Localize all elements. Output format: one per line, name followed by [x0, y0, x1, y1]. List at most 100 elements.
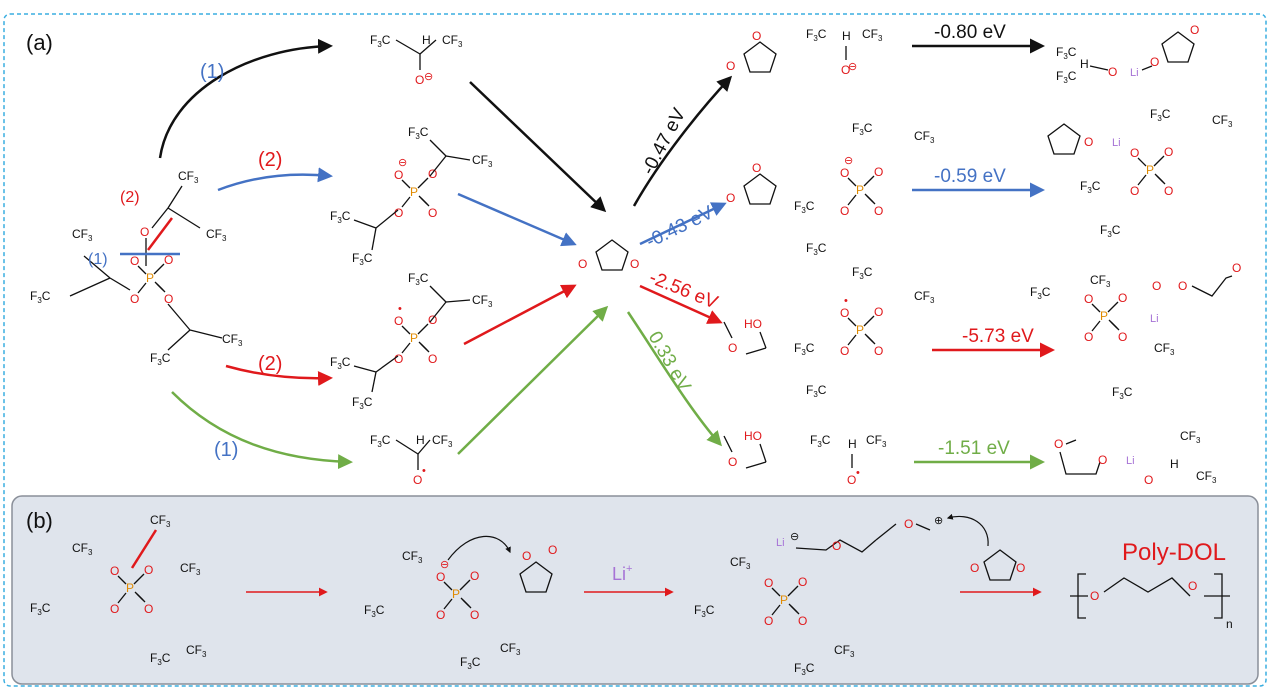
svg-text:O: O — [1152, 279, 1161, 293]
svg-text:Li: Li — [776, 537, 785, 549]
svg-text:Li: Li — [1150, 313, 1159, 325]
svg-text:H: H — [1170, 457, 1179, 471]
energy-e3: -5.73 eV — [962, 326, 1034, 347]
svg-text:H: H — [416, 433, 425, 447]
poly-dol-product: Poly-DOL O O n — [1070, 539, 1233, 631]
svg-text:Li: Li — [1112, 137, 1121, 149]
svg-text:•: • — [856, 467, 860, 479]
arrow-path-2-blue — [217, 167, 333, 192]
svg-text:⊕: ⊕ — [934, 515, 943, 527]
svg-text:⊖: ⊖ — [440, 559, 449, 571]
energy-e1: -0.80 eV — [934, 22, 1006, 43]
row1-li-complex: H O Li O O — [1056, 23, 1199, 85]
arrow-to-dol-blue — [457, 192, 577, 247]
svg-text:O: O — [1108, 65, 1117, 79]
svg-text:•: • — [844, 295, 848, 307]
svg-text:O: O — [413, 473, 422, 487]
phosphate-anion-b: ⊖ O O — [364, 535, 557, 671]
energy-e5: -0.47 eV — [638, 105, 690, 179]
ring-opened-product-1: HO O — [723, 317, 767, 355]
panel-a-label: (a) — [26, 30, 53, 55]
svg-text:O: O — [630, 257, 639, 271]
energy-e4: -1.51 eV — [938, 438, 1010, 459]
svg-text:n: n — [1226, 617, 1233, 631]
svg-text:O: O — [726, 59, 735, 73]
svg-text:O: O — [1178, 279, 1187, 293]
svg-text:O: O — [726, 191, 735, 205]
svg-text:⊖: ⊖ — [848, 61, 857, 73]
arrow-to-dol-black — [469, 81, 607, 213]
svg-text:O: O — [1054, 437, 1063, 451]
outer-border — [3, 13, 1267, 687]
arrow-dol-red — [639, 284, 723, 324]
svg-text:O: O — [415, 73, 424, 87]
arrow-to-dol-green — [457, 305, 609, 455]
svg-text:O: O — [1016, 561, 1025, 575]
arrow-dol-green — [626, 311, 722, 447]
svg-text:O: O — [140, 225, 149, 239]
arrow-path-1-top — [158, 38, 333, 159]
panel-b-background — [11, 495, 1259, 685]
svg-text:H: H — [842, 29, 851, 43]
row3-li-complex: Li O O O — [1030, 261, 1241, 401]
cut-label-1: (1) — [88, 251, 108, 268]
li-phosphate-b: Li ⊖ O O ⊕ O O — [694, 513, 1025, 677]
panel-b-label: (b) — [26, 508, 53, 533]
row4-li-complex: O O Li O H — [1054, 429, 1217, 487]
path-label-blue: (2) — [258, 149, 282, 171]
svg-text:O: O — [1150, 55, 1159, 69]
path-label-red: (2) — [258, 353, 282, 375]
li-plus-label: Li+ — [612, 563, 632, 584]
arrow-to-dol-red — [463, 284, 577, 346]
path-label-green: (1) — [214, 439, 238, 461]
svg-text:O: O — [752, 29, 761, 43]
svg-text:O: O — [578, 257, 587, 271]
svg-text:O: O — [1144, 473, 1153, 487]
svg-text:O: O — [1232, 261, 1241, 275]
energy-e6: -0.43 eV — [643, 202, 717, 253]
svg-text:O: O — [832, 539, 841, 553]
arrow-dol-blue — [639, 202, 727, 246]
svg-text:⊖: ⊖ — [398, 157, 407, 169]
ring-opened-product-2: HO O — [723, 429, 767, 469]
svg-text:O: O — [904, 517, 913, 531]
svg-text:O: O — [1098, 453, 1107, 467]
energy-e2: -0.59 eV — [934, 166, 1006, 187]
svg-text:Li: Li — [1130, 67, 1139, 79]
tfep-molecule-b — [30, 513, 207, 667]
svg-text:O: O — [728, 341, 737, 355]
row4-reactant: H O • — [810, 433, 887, 487]
row2-li-complex: O Li — [1047, 107, 1233, 239]
svg-text:O: O — [841, 63, 850, 77]
svg-text:Li: Li — [1126, 455, 1135, 467]
svg-text:⊖: ⊖ — [790, 531, 799, 543]
central-dol: O O — [578, 239, 639, 271]
cut-label-2: (2) — [120, 189, 140, 206]
intermediate-alkoxide-anion: H O ⊖ — [370, 33, 463, 87]
svg-text:•: • — [422, 465, 426, 477]
arrow-path-2-red — [225, 364, 333, 386]
energy-e8: 0.33 eV — [644, 328, 695, 396]
svg-text:⊖: ⊖ — [844, 155, 853, 167]
row1-reactant: H O ⊖ — [806, 27, 883, 77]
svg-text:O: O — [1190, 23, 1199, 37]
intermediate-phosphate-anion: ⊖ — [330, 125, 493, 267]
svg-text:H: H — [422, 33, 431, 47]
svg-text:O: O — [847, 473, 856, 487]
svg-text:HO: HO — [744, 317, 762, 331]
svg-text:O: O — [1084, 135, 1093, 149]
svg-text:⊖: ⊖ — [424, 71, 433, 83]
dol-product-2: O O — [726, 161, 777, 205]
svg-text:O: O — [752, 161, 761, 175]
svg-text:O: O — [548, 543, 557, 557]
svg-text:O: O — [522, 549, 531, 563]
svg-text:H: H — [848, 437, 857, 451]
svg-text:O: O — [970, 561, 979, 575]
svg-text:H: H — [1080, 57, 1089, 71]
dol-product-1: O O — [726, 29, 777, 73]
tfep-molecule-a: O (2) (1) — [30, 169, 243, 367]
svg-text:HO: HO — [744, 429, 762, 443]
svg-text:O: O — [1090, 589, 1099, 603]
svg-text:O: O — [728, 455, 737, 469]
